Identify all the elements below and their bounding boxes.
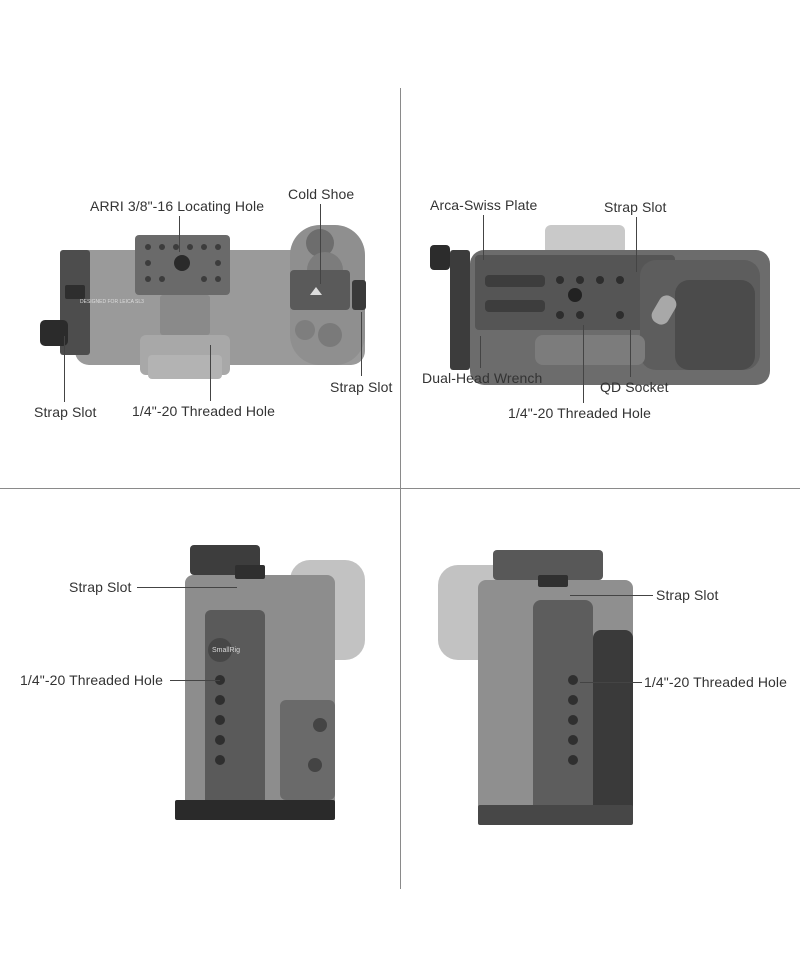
leader-strap-slot-left xyxy=(64,336,65,402)
leader-cold-shoe xyxy=(320,204,321,284)
horizontal-divider xyxy=(0,488,800,489)
label-strap-slot-left: Strap Slot xyxy=(34,404,97,420)
right-side-view-illustration xyxy=(438,550,633,825)
label-threaded-hole-top: 1/4"-20 Threaded Hole xyxy=(132,403,276,419)
leader-threaded-hole-right-side xyxy=(580,682,642,683)
leader-strap-slot-right xyxy=(361,312,362,376)
leader-strap-slot-left-side xyxy=(137,587,237,588)
left-side-view-illustration: SmallRig xyxy=(175,545,365,820)
label-strap-slot-bottom-view: Strap Slot xyxy=(604,199,667,215)
label-strap-slot-right: Strap Slot xyxy=(330,379,393,395)
leader-threaded-hole-bottom-view xyxy=(583,325,584,403)
leader-arca-plate xyxy=(483,215,484,260)
designed-for-engraving: DESIGNED FOR LEICA SL3 xyxy=(80,299,144,305)
label-threaded-hole-bottom-view: 1/4"-20 Threaded Hole xyxy=(508,405,652,421)
top-view-illustration: DESIGNED FOR LEICA SL3 xyxy=(40,225,366,379)
label-dual-head-wrench: Dual-Head Wrench xyxy=(422,370,543,386)
leader-qd-socket xyxy=(630,330,631,377)
label-threaded-hole-left-side: 1/4"-20 Threaded Hole xyxy=(20,672,164,688)
leader-arri-hole xyxy=(179,216,180,252)
leader-threaded-hole-left-side xyxy=(170,680,220,681)
label-arri-locating-hole: ARRI 3/8"-16 Locating Hole xyxy=(90,198,265,214)
vertical-divider-top xyxy=(400,88,401,488)
label-arca-swiss-plate: Arca-Swiss Plate xyxy=(430,197,538,213)
label-threaded-hole-right-side: 1/4"-20 Threaded Hole xyxy=(644,674,788,690)
label-strap-slot-right-side: Strap Slot xyxy=(656,587,719,603)
label-qd-socket: QD Socket xyxy=(600,379,669,395)
label-strap-slot-left-side: Strap Slot xyxy=(69,579,132,595)
leader-threaded-hole-top xyxy=(210,345,211,401)
label-cold-shoe: Cold Shoe xyxy=(288,186,355,202)
leader-strap-slot-bottom-view xyxy=(636,217,637,272)
bottom-view-illustration xyxy=(430,225,770,385)
vertical-divider-bottom xyxy=(400,489,401,889)
leader-strap-slot-right-side xyxy=(570,595,653,596)
brand-engraving-left: SmallRig xyxy=(212,647,240,654)
leader-wrench xyxy=(480,336,481,368)
